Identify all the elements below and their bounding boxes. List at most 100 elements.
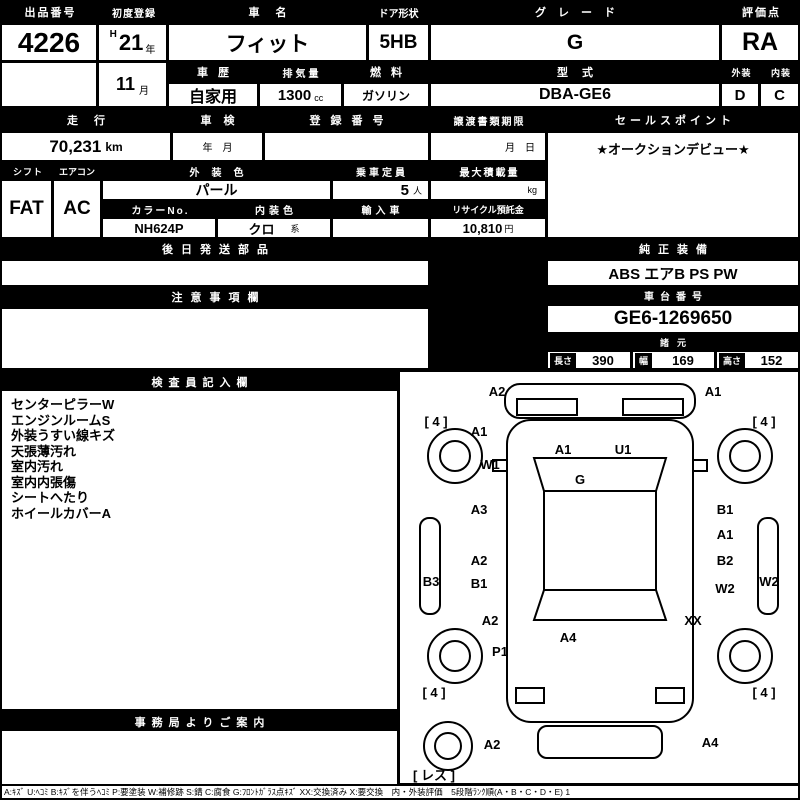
dimension-length-label: 長さ bbox=[550, 352, 577, 368]
sill-right bbox=[757, 517, 779, 615]
office-notice-header: 事務局よりご案内 bbox=[2, 712, 397, 731]
windshield bbox=[532, 457, 668, 492]
damage-w1-left-front: W1 bbox=[480, 457, 500, 472]
chassis-number-value: GE6-1269650 bbox=[548, 306, 798, 332]
displacement-value: 1300 cc bbox=[260, 84, 341, 106]
dimension-length: 長さ 390 bbox=[548, 352, 630, 368]
headlight-left bbox=[516, 398, 578, 416]
spare-tire-less-label: [ レス ] bbox=[413, 768, 455, 783]
genuine-equipment-header: 純正装備 bbox=[548, 240, 798, 258]
dimension-width-value: 169 bbox=[672, 352, 694, 368]
wheel-front-right-rim bbox=[729, 440, 761, 472]
inspection-value: 年 月 bbox=[173, 133, 262, 160]
recycle-deposit-value: 10,810 円 bbox=[431, 219, 545, 237]
dimensions-header: 諸元 bbox=[548, 335, 798, 349]
payload-unit: kg bbox=[527, 185, 537, 195]
dimension-height-label: 高さ bbox=[719, 352, 746, 368]
registration-number-value bbox=[265, 133, 428, 160]
sill-left bbox=[419, 517, 441, 615]
recycle-deposit-header: リサイクル預託金 bbox=[431, 201, 545, 217]
damage-a2-front-left: A2 bbox=[489, 384, 506, 399]
caution-notes-header: 注意事項欄 bbox=[2, 288, 428, 306]
reg-year-value: 21 bbox=[118, 29, 144, 55]
damage-p1-left-rear-corner: P1 bbox=[492, 644, 508, 659]
shift-value: FAT bbox=[2, 181, 51, 237]
rear-window bbox=[532, 589, 668, 621]
late-parts-value bbox=[2, 261, 428, 285]
car-name-header: 車名 bbox=[169, 2, 366, 22]
damage-xx-right-rear-wheel: XX bbox=[684, 613, 702, 628]
sales-point-value: ★オークションデビュー★ bbox=[548, 133, 798, 237]
sales-point-header: セールスポイント bbox=[548, 110, 798, 130]
inspector-header: 検査員記入欄 bbox=[2, 372, 397, 391]
inspector-note: エンジンルームS bbox=[11, 412, 111, 428]
history-header: 車歴 bbox=[169, 63, 257, 81]
damage-a1-right-door: A1 bbox=[717, 527, 734, 542]
car-name-value: フィット bbox=[169, 25, 366, 60]
lot-number-header: 出品番号 bbox=[2, 2, 96, 22]
reg-month-unit: 月 bbox=[139, 86, 150, 97]
wheel-rear-right-rim bbox=[729, 640, 761, 672]
model-code-value: DBA-GE6 bbox=[431, 84, 719, 106]
payload-value: kg bbox=[431, 181, 545, 199]
capacity-header: 乗車定員 bbox=[333, 163, 428, 179]
damage-b2-right-rear-door: B2 bbox=[717, 553, 734, 568]
damage-a4-trunk: A4 bbox=[560, 630, 577, 645]
aircon-value: AC bbox=[54, 181, 100, 237]
spare-tire-rim bbox=[434, 732, 462, 760]
model-code-header: 型式 bbox=[431, 63, 719, 81]
damage-w2-right-rear-door: W2 bbox=[715, 581, 735, 596]
inspector-note: 室内汚れ bbox=[11, 459, 64, 474]
door-shape-header: ドア形状 bbox=[369, 2, 428, 22]
tire-front-left-label: [ 4 ] bbox=[424, 414, 447, 429]
taillight-right bbox=[655, 687, 685, 704]
aircon-header: エアコン bbox=[54, 163, 100, 179]
interior-color-value: クロ 系 bbox=[218, 219, 330, 237]
tire-rear-right-label: [ 4 ] bbox=[752, 685, 775, 700]
shift-header: シフト bbox=[2, 163, 51, 179]
era-letter: H bbox=[109, 29, 117, 40]
mirror-left bbox=[492, 459, 508, 472]
exterior-color-header: 外装色 bbox=[103, 163, 330, 179]
score-header: 評価点 bbox=[722, 2, 798, 22]
displacement-unit: cc bbox=[314, 93, 324, 103]
mileage-number: 70,231 bbox=[49, 136, 102, 156]
first-registration-month: 11 月 bbox=[99, 63, 166, 106]
registration-number-header: 登録番号 bbox=[265, 110, 428, 130]
inspector-note: ホイールカバーA bbox=[11, 505, 111, 521]
genuine-equipment-value: ABS エアB PS PW bbox=[548, 261, 798, 285]
damage-b1-left-rear-door: B1 bbox=[471, 576, 488, 591]
tire-front-right-label: [ 4 ] bbox=[752, 414, 775, 429]
lot-empty-box bbox=[2, 63, 96, 106]
dimension-height-value: 152 bbox=[760, 352, 783, 368]
taillight-left bbox=[515, 687, 545, 704]
interior-color-name: クロ bbox=[248, 221, 275, 237]
fuel-value: ガソリン bbox=[344, 84, 428, 106]
recycle-deposit-number: 10,810 bbox=[462, 220, 503, 236]
mileage-unit: km bbox=[105, 139, 123, 154]
damage-a1-left-fender: A1 bbox=[471, 424, 488, 439]
rear-bumper bbox=[537, 725, 663, 759]
capacity-number: 5 bbox=[400, 181, 409, 199]
damage-u1-cowl-right: U1 bbox=[615, 442, 632, 457]
legend-text: A:ｷｽﾞ U:ﾍｺﾐ B:ｷｽﾞを伴うﾍｺﾐ P:要塗装 W:補修跡 S:錆 … bbox=[2, 786, 798, 798]
capacity-value: 5 人 bbox=[333, 181, 428, 199]
dimension-height: 高さ 152 bbox=[717, 352, 798, 368]
first-registration-year: H 21 年 bbox=[99, 25, 166, 60]
capacity-unit: 人 bbox=[412, 186, 422, 196]
dimension-width: 幅 169 bbox=[633, 352, 714, 368]
mileage-value: 70,231 km bbox=[2, 133, 170, 160]
inspector-note: 室内内張傷 bbox=[11, 474, 77, 490]
damage-a1-cowl-left: A1 bbox=[555, 442, 572, 457]
wheel-front-left-rim bbox=[439, 440, 471, 472]
dimension-length-value: 390 bbox=[592, 352, 614, 368]
damage-a1-front-right: A1 bbox=[705, 384, 722, 399]
damage-g-windshield: G bbox=[575, 472, 585, 487]
lot-number-value: 4226 bbox=[2, 25, 96, 60]
color-number-header: カラーNo. bbox=[103, 201, 215, 217]
car-body-outline bbox=[506, 419, 694, 723]
interior-color-header: 内装色 bbox=[218, 201, 330, 217]
